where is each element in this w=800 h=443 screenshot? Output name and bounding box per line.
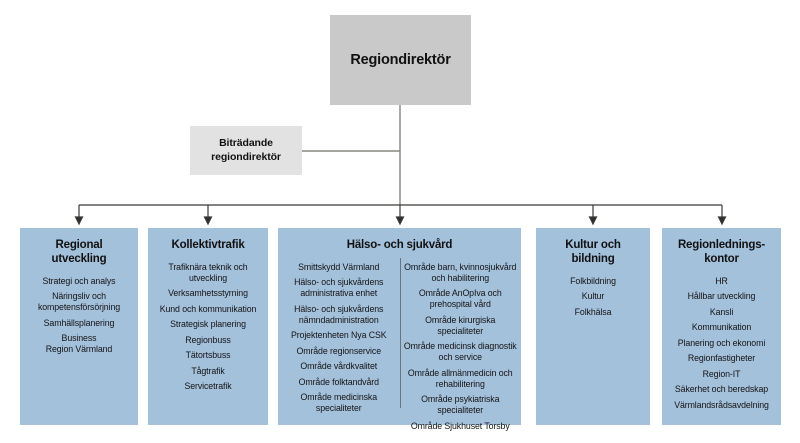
root-box-regiondirektor: Regiondirektör [330,15,471,105]
department-column-right: Område barn, kvinnosjukvård och habilite… [400,262,522,437]
org-unit-item: Kommunikation [691,322,752,333]
org-unit-item: Område AnOpIva och prehospital vård [418,288,502,310]
org-unit-item: Trafiknära teknik och utveckling [168,261,248,283]
org-unit-item: Strategi och analys [42,275,116,286]
down-arrows [74,205,727,226]
org-unit-item: Hälso- och sjukvårdens administrativa en… [294,277,384,299]
org-unit-item: Område Sjukhuset Torsby [410,420,510,431]
org-unit-item: Kultur [581,291,605,302]
org-unit-item: Område kirurgiska specialiteter [425,314,496,336]
org-unit-item: Planering och ekonomi [677,337,766,348]
org-unit-item: Värmlandsrådsavdelning [674,399,769,410]
org-unit-item: Kund och kommunikation [159,303,257,314]
org-unit-item: Folkbildning [570,275,616,286]
org-unit-item: Region-IT [702,368,741,379]
org-unit-item: Strategisk planering [170,319,246,330]
org-unit-item: Tätortsbuss [185,350,231,361]
org-unit-item: HR [715,275,728,286]
org-unit-item: Säkerhet och beredskap [674,384,769,395]
org-unit-item: Område medicinska specialiteter [300,392,378,414]
department-kollektivtrafik: Kollektivtrafik Trafiknära teknik och ut… [148,228,268,425]
org-unit-item: Näringsliv och kompetensförsörjning [37,291,121,313]
org-unit-item: Servicetrafik [184,381,232,392]
org-unit-item: Område medicinsk diagnostik och service [403,341,517,363]
org-unit-item: Regionfastigheter [687,353,756,364]
org-unit-item: Smittskydd Värmland [298,261,380,272]
org-unit-item: Regionbuss [185,334,231,345]
org-unit-item: Kansli [709,306,734,317]
department-regionledningskontor: Regionlednings- kontor HR Hållbar utveckl… [662,228,781,425]
department-title: Hälso- och sjukvård [346,239,453,251]
org-unit-item: Samhällsplanering [43,317,115,328]
org-unit-item: Hälso- och sjukvårdens nämndadministrati… [294,303,384,325]
column-divider [400,258,401,408]
org-unit-item: Område vårdkvalitet [300,361,378,372]
deputy-box-label: Biträdande regiondirektör [211,136,281,163]
org-unit-item: Område psykiatriska specialiteter [421,394,500,416]
org-unit-item: Område folktandvård [298,376,379,387]
org-unit-item: Hållbar utveckling [687,291,756,302]
org-unit-item: Tågtrafik [191,365,225,376]
org-unit-item: Område allmänmedicin och rehabilitering [407,367,513,389]
department-title: Kultur och bildning [565,239,621,265]
org-unit-item: Projektenheten Nya CSK [290,330,387,341]
root-box-label: Regiondirektör [350,52,451,68]
org-unit-item: Område barn, kvinnosjukvård och habilite… [404,261,517,283]
org-unit-item: Business Region Värmland [45,333,113,355]
department-title: Regional utveckling [51,239,107,265]
org-unit-item: Verksamhetsstyrning [168,288,248,299]
deputy-box-bitradande-regiondirektor: Biträdande regiondirektör [190,126,302,175]
department-title: Kollektivtrafik [171,239,245,251]
org-unit-item: Folkhälsa [574,306,612,317]
org-unit-item: Område regionservice [296,345,382,356]
department-title: Regionlednings- kontor [677,239,766,265]
